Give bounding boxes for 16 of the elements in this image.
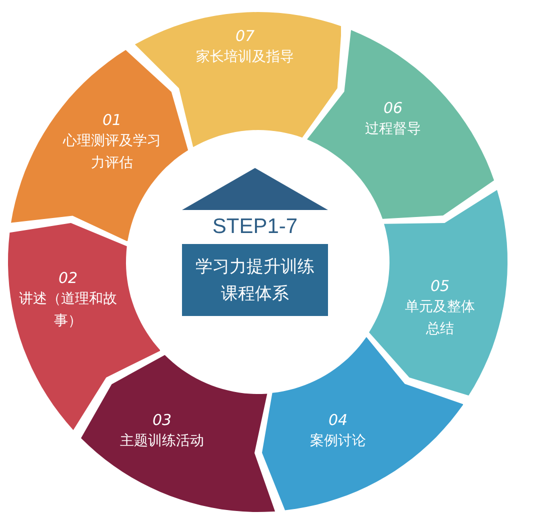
step-number: 01 [102,110,122,130]
step-number: 07 [235,26,255,46]
step-number: 03 [152,410,172,430]
step-label: 心理测评及学习力评估 [62,132,162,173]
step-label: 单元及整体总结 [404,298,476,339]
step-label: 过程督导 [364,120,421,139]
step-number: 06 [383,98,403,118]
center-title: 学习力提升训练课程体系 [194,256,316,306]
step-label: 讲述（道理和故事） [18,290,118,331]
step-label: 案例讨论 [310,432,366,451]
step-heading: STEP1-7 [211,214,299,240]
step-number: 05 [430,276,450,296]
step-label: 家长培训及指导 [196,48,294,67]
step-number: 02 [58,268,78,288]
step-number: 04 [328,410,348,430]
step-label: 主题训练活动 [120,432,204,451]
